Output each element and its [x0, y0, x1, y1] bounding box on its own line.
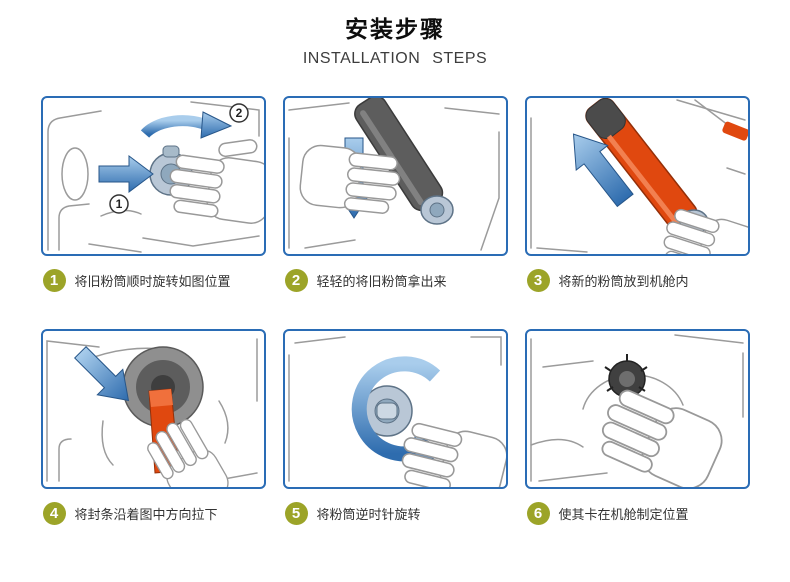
up-left-arrow-icon	[572, 133, 634, 208]
step-6-illustration	[529, 334, 744, 487]
step-1-illustration: 2 1	[46, 101, 264, 253]
svg-text:2: 2	[235, 106, 242, 120]
machine-red-part	[721, 121, 748, 141]
page-header: 安装步骤 INSTALLATION STEPS	[0, 0, 790, 68]
steps-grid: 2 1 1 将旧粉筒顺时旋转如图位置	[0, 96, 790, 562]
step-card-6: 6 使其卡在机舱制定位置	[524, 329, 750, 562]
step-card-5: 5 将粉筒逆时针旋转	[282, 329, 508, 562]
step-text: 将新的粉筒放到机舱内	[558, 274, 689, 289]
step-3-image-frame	[524, 96, 750, 256]
step-5-image-frame	[282, 329, 508, 489]
step-number-badge: 2	[284, 269, 308, 292]
step-1-caption: 1 将旧粉筒顺时旋转如图位置	[42, 269, 266, 292]
step-6-caption: 6 使其卡在机舱制定位置	[526, 502, 750, 525]
step-number-badge: 6	[526, 502, 550, 525]
step-card-1: 2 1 1 将旧粉筒顺时旋转如图位置	[40, 96, 266, 329]
machine-art	[529, 334, 744, 482]
step-5-caption: 5 将粉筒逆时针旋转	[284, 502, 508, 525]
step-3-illustration	[529, 98, 748, 254]
toner-knob	[360, 385, 413, 437]
hand-icon	[600, 389, 723, 487]
page-subtitle: INSTALLATION STEPS	[302, 50, 488, 67]
step-text: 轻轻的将旧粉筒拿出来	[316, 274, 447, 289]
label-2-badge: 2	[228, 103, 249, 123]
new-toner-cartridge	[584, 98, 709, 235]
step-4-image-frame	[40, 329, 266, 489]
step-1-image-frame: 2 1	[40, 96, 266, 256]
step-number-badge: 5	[284, 502, 308, 525]
right-arrow-icon	[98, 155, 154, 193]
step-text: 将粉筒逆时针旋转	[316, 507, 421, 522]
hand-icon	[168, 139, 264, 224]
step-text: 将旧粉筒顺时旋转如图位置	[74, 274, 231, 289]
machine-art	[287, 102, 500, 251]
step-card-2: 2 轻轻的将旧粉筒拿出来	[282, 96, 508, 329]
step-number-badge: 3	[526, 269, 550, 292]
svg-text:1: 1	[115, 197, 122, 211]
hand-icon	[146, 418, 229, 487]
step-number-badge: 4	[42, 502, 66, 525]
clockwise-arrow-icon	[140, 111, 232, 139]
step-2-image-frame	[282, 96, 508, 256]
hand-icon	[663, 208, 748, 254]
step-text: 将封条沿着图中方向拉下	[74, 507, 218, 522]
down-right-arrow-icon	[73, 346, 129, 402]
step-5-illustration	[287, 336, 506, 487]
step-2-caption: 2 轻轻的将旧粉筒拿出来	[284, 269, 508, 292]
hand-icon	[298, 144, 400, 214]
step-3-caption: 3 将新的粉筒放到机舱内	[526, 269, 750, 292]
label-1-badge: 1	[108, 194, 129, 214]
step-card-4: 4 将封条沿着图中方向拉下	[40, 329, 266, 562]
step-number-badge: 1	[42, 269, 66, 292]
step-6-image-frame	[524, 329, 750, 489]
step-card-3: 3 将新的粉筒放到机舱内	[524, 96, 750, 329]
step-text: 使其卡在机舱制定位置	[558, 507, 689, 522]
step-4-caption: 4 将封条沿着图中方向拉下	[42, 502, 266, 525]
step-2-illustration	[287, 98, 500, 251]
page-title: 安装步骤	[345, 16, 445, 42]
step-4-illustration	[45, 338, 258, 487]
machine-art	[46, 101, 260, 253]
hand-icon	[401, 422, 506, 487]
